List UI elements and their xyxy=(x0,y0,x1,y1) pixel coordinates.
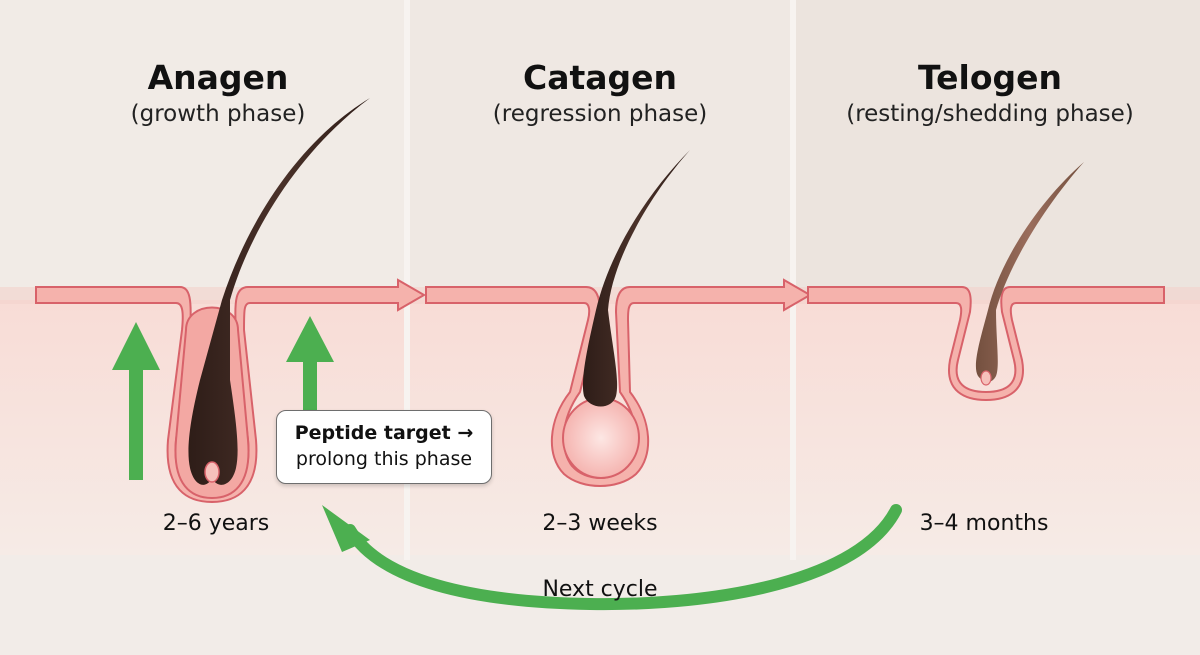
growth-arrow-icon xyxy=(286,316,334,412)
panel-anagen-upper xyxy=(0,0,404,300)
skin-surface-telogen xyxy=(807,286,1165,402)
panel-telogen-upper xyxy=(796,0,1200,300)
hair-catagen xyxy=(582,150,690,407)
duration-telogen: 3–4 months xyxy=(919,511,1049,536)
dermal-papilla-anagen xyxy=(204,461,220,483)
panel-divider xyxy=(790,0,796,560)
hair-telogen xyxy=(975,162,1084,382)
callout-line-2: prolong this phase xyxy=(295,448,473,470)
phase-title-telogen: Telogen xyxy=(918,58,1062,97)
dermal-papilla-telogen xyxy=(980,370,992,386)
growth-arrow-icon xyxy=(112,322,160,480)
panel-divider xyxy=(404,0,410,560)
phase-title-catagen: Catagen xyxy=(522,58,678,97)
phase-subtitle-catagen: (regression phase) xyxy=(492,101,708,127)
callout-line-1: Peptide target → xyxy=(294,422,474,444)
next-cycle-label: Next cycle xyxy=(542,577,658,602)
phase-title-anagen: Anagen xyxy=(147,58,289,97)
peptide-target-callout: Peptide target → prolong this phase xyxy=(276,410,492,484)
cycle-arrow-icon xyxy=(344,504,902,611)
panel-catagen-upper xyxy=(410,0,790,300)
hair-anagen xyxy=(188,98,370,485)
phase-subtitle-telogen: (resting/shedding phase) xyxy=(846,101,1134,127)
cycle-arrowhead-icon xyxy=(322,505,370,552)
duration-catagen: 2–3 weeks xyxy=(542,511,658,536)
duration-anagen: 2–6 years xyxy=(162,511,270,536)
follicle-catagen xyxy=(562,397,640,479)
phase-subtitle-anagen: (growth phase) xyxy=(130,101,306,127)
